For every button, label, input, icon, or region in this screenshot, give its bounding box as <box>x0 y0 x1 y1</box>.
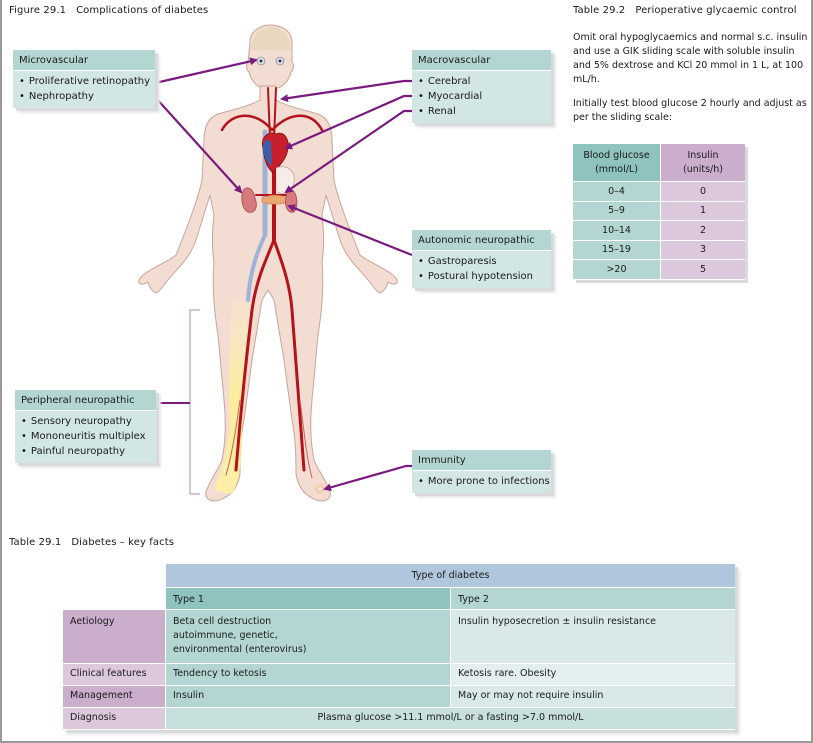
callout-item: More prone to infections <box>418 474 550 489</box>
key-facts-table: Type of diabetes Type 1 Type 2 Aetiology… <box>63 564 735 730</box>
callout-item: Gastroparesis <box>418 254 545 269</box>
table-row: Aetiology Beta cell destruction autoimmu… <box>63 610 735 664</box>
table-number: Table 29.2 <box>573 5 626 16</box>
header-type-2: Type 2 <box>451 588 735 610</box>
figure-caption: Figure 29.1 Complications of diabetes <box>9 5 208 16</box>
callout-item: Postural hypotension <box>418 269 545 284</box>
callout-peripheral-neuropathic: Peripheral neuropathic Sensory neuropath… <box>15 390 156 463</box>
arrow-retinopathy <box>154 57 258 85</box>
header-line: Blood glucose <box>583 149 650 161</box>
glucose-cell: 15–19 <box>573 240 661 260</box>
cell-line: Beta cell destruction <box>173 616 272 627</box>
diagnosis-cell: Plasma glucose >11.1 mmol/L or a fasting… <box>166 708 735 730</box>
body-illustration <box>138 24 413 502</box>
table-title: Diabetes – key facts <box>71 537 175 548</box>
insulin-cell: 1 <box>661 201 745 221</box>
table-group-header-row: Type of diabetes <box>63 564 735 588</box>
callout-microvascular: Microvascular Proliferative retinopathy … <box>13 50 155 108</box>
callout-macrovascular: Macrovascular Cerebral Myocardial Renal <box>412 50 551 123</box>
callout-item: Myocardial <box>418 89 545 104</box>
insulin-cell: 5 <box>661 260 745 280</box>
table-subheader-row: Type 1 Type 2 <box>63 588 735 610</box>
callout-heading: Peripheral neuropathic <box>15 390 156 411</box>
table-title: Perioperative glycaemic control <box>635 5 797 16</box>
eye-icons <box>256 56 285 66</box>
callout-item: Mononeuritis multiplex <box>21 429 150 444</box>
arrow-immunity <box>323 464 412 492</box>
arrow-myocardial <box>284 94 412 150</box>
table-row: Management Insulin May or may not requir… <box>63 686 735 708</box>
arrow-cerebral <box>280 79 412 103</box>
glucose-cell: >20 <box>573 260 661 280</box>
type1-cell: Beta cell destruction autoimmune, geneti… <box>166 610 451 664</box>
callout-item: Sensory neuropathy <box>21 414 150 429</box>
table-29-2-caption: Table 29.2 Perioperative glycaemic contro… <box>573 5 797 16</box>
callout-immunity: Immunity More prone to infections <box>412 450 551 493</box>
arrow-autonomic <box>287 204 413 257</box>
instructions-paragraph-2: Initially test blood glucose 2 hourly an… <box>573 98 807 123</box>
type1-cell: Tendency to ketosis <box>166 664 451 686</box>
callout-item: Painful neuropathy <box>21 444 150 459</box>
callout-heading: Microvascular <box>13 50 155 71</box>
header-line: Insulin <box>687 149 719 161</box>
row-label: Diagnosis <box>63 708 166 730</box>
table-header-row: Blood glucose (mmol/L) Insulin (units/h) <box>573 144 745 182</box>
header-line: (mmol/L) <box>595 163 638 175</box>
table-row: Clinical features Tendency to ketosis Ke… <box>63 664 735 686</box>
insulin-cell: 2 <box>661 221 745 241</box>
callout-heading: Autonomic neuropathic <box>412 230 551 251</box>
table-number: Table 29.1 <box>9 537 62 548</box>
header-insulin: Insulin (units/h) <box>661 144 745 182</box>
arteries <box>220 87 324 479</box>
glucose-cell: 5–9 <box>573 201 661 221</box>
type2-cell: Ketosis rare. Obesity <box>451 664 735 686</box>
type2-cell: Insulin hyposecretion ± insulin resistan… <box>451 610 735 664</box>
peripheral-bracket <box>189 309 200 495</box>
row-label: Clinical features <box>63 664 166 686</box>
glucose-cell: 10–14 <box>573 221 661 241</box>
header-type-of-diabetes: Type of diabetes <box>166 564 735 588</box>
table-29-1-caption: Table 29.1 Diabetes – key facts <box>9 537 174 548</box>
callout-item: Cerebral <box>418 74 545 89</box>
cell-line: environmental (enterovirus) <box>173 644 307 655</box>
arrow-renal <box>284 109 412 194</box>
insulin-cell: 3 <box>661 240 745 260</box>
callout-item: Renal <box>418 104 545 119</box>
figure-number: Figure 29.1 <box>9 5 67 16</box>
callout-heading: Immunity <box>412 450 551 471</box>
header-type-1: Type 1 <box>166 588 451 610</box>
row-label: Aetiology <box>63 610 166 664</box>
callout-item: Proliferative retinopathy <box>19 74 150 89</box>
row-label: Management <box>63 686 166 708</box>
type1-cell: Insulin <box>166 686 451 708</box>
figure-title: Complications of diabetes <box>76 5 209 16</box>
glucose-cell: 0–4 <box>573 182 661 202</box>
arrow-nephropathy <box>154 96 243 194</box>
neuropathy-glow <box>214 300 250 494</box>
callout-heading: Macrovascular <box>412 50 551 71</box>
header-line: (units/h) <box>683 163 723 175</box>
sliding-scale-table: Blood glucose (mmol/L) Insulin (units/h) 0… <box>573 144 745 280</box>
heart-icon <box>261 132 289 173</box>
callout-autonomic-neuropathic: Autonomic neuropathic Gastroparesis Post… <box>412 230 551 288</box>
instructions-paragraph-1: Omit oral hypoglycaemics and normal s.c.… <box>573 32 808 85</box>
type2-cell: May or may not require insulin <box>451 686 735 708</box>
callout-arrows <box>154 57 413 492</box>
callout-item: Nephropathy <box>19 89 149 104</box>
table-row: Diagnosis Plasma glucose >11.1 mmol/L or… <box>63 708 735 730</box>
insulin-cell: 0 <box>661 182 745 202</box>
empty-corner <box>63 564 166 588</box>
empty-corner <box>63 588 166 610</box>
cell-line: autoimmune, genetic, <box>173 630 278 641</box>
header-blood-glucose: Blood glucose (mmol/L) <box>573 144 661 182</box>
